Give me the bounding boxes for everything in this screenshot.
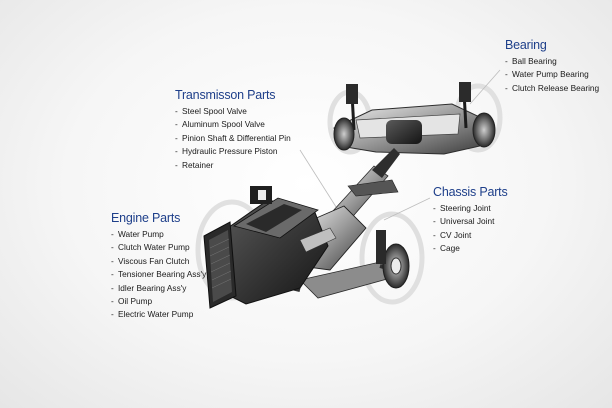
- rear-brake-left: [333, 117, 355, 151]
- bearing-list: -Ball Bearing -Water Pump Bearing -Clutc…: [505, 55, 599, 95]
- list-item: -Viscous Fan Clutch: [111, 255, 190, 266]
- list-item: -Clutch Water Pump: [111, 242, 190, 253]
- list-item: -Idler Bearing Ass'y: [111, 282, 187, 293]
- callout-lines: [299, 69, 501, 221]
- ghost-tyre-front-right: [359, 211, 425, 305]
- rear-strut-left: [346, 84, 358, 104]
- list-item: -Water Pump: [111, 229, 164, 239]
- radiator: [203, 221, 237, 309]
- rear-brake-right: [472, 112, 496, 148]
- radiator-cap: [258, 190, 266, 200]
- engine-parts-list: -Water Pump -Clutch Water Pump -Viscous …: [111, 228, 206, 322]
- callout-bearing: [469, 69, 501, 105]
- engine-parts-group: Engine Parts -Water Pump -Clutch Water P…: [111, 211, 206, 322]
- list-item: -Pinion Shaft & Differential Pin: [175, 132, 291, 143]
- rear-axle: [333, 82, 496, 155]
- callout-chassis: [383, 197, 431, 221]
- transmission-parts-title: Transmisson Parts: [175, 88, 276, 102]
- list-item: -CV Joint: [433, 229, 472, 240]
- list-item: -Hydraulic Pressure Piston: [175, 146, 278, 157]
- front-strut-right: [376, 230, 386, 264]
- list-item: -Cage: [433, 243, 460, 254]
- rear-strut-right: [459, 82, 471, 102]
- list-item: -Retainer: [175, 159, 214, 170]
- list-item: -Ball Bearing: [505, 56, 557, 66]
- transmission-parts-list: -Steel Spool Valve -Aluminum Spool Valve…: [175, 105, 291, 172]
- list-item: -Aluminum Spool Valve: [175, 119, 265, 130]
- rear-differential: [386, 120, 422, 144]
- bearing-group: Bearing -Ball Bearing -Water Pump Bearin…: [505, 38, 599, 95]
- engine-parts-title: Engine Parts: [111, 211, 181, 225]
- bearing-title: Bearing: [505, 38, 547, 52]
- exhaust-manifold: [299, 227, 337, 253]
- engine-block: [221, 186, 367, 305]
- list-item: -Steering Joint: [433, 203, 491, 213]
- front-suspension: [217, 230, 410, 299]
- callout-transmission: [299, 149, 339, 211]
- list-item: -Water Pump Bearing: [505, 69, 589, 80]
- chassis-parts-list: -Steering Joint -Universal Joint -CV Joi…: [433, 202, 508, 256]
- list-item: -Tensioner Bearing Ass'y: [111, 269, 207, 280]
- transmission-parts-group: Transmisson Parts -Steel Spool Valve -Al…: [175, 88, 291, 172]
- list-item: -Electric Water Pump: [111, 309, 194, 320]
- list-item: -Universal Joint: [433, 216, 495, 227]
- list-item: -Oil Pump: [111, 296, 153, 307]
- chassis-parts-group: Chassis Parts -Steering Joint -Universal…: [433, 185, 508, 256]
- chassis-parts-title: Chassis Parts: [433, 185, 508, 199]
- list-item: -Steel Spool Valve: [175, 106, 247, 116]
- list-item: -Clutch Release Bearing: [505, 82, 600, 93]
